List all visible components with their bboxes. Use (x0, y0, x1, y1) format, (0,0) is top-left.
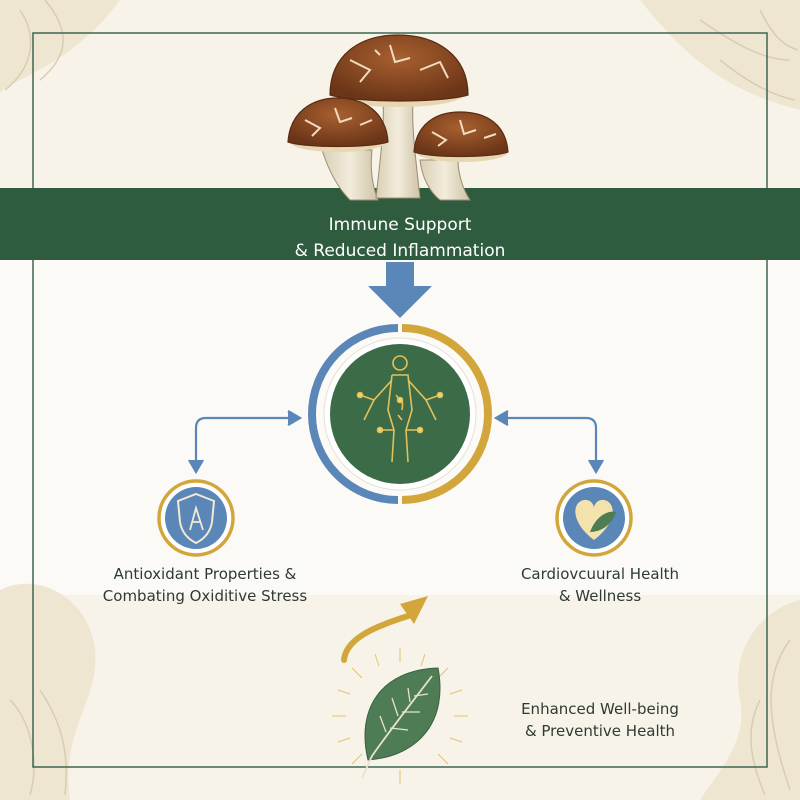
connector-right (493, 410, 604, 475)
node-label-wellbeing: Enhanced Well-being & Preventive Health (490, 698, 710, 742)
node-label-antioxidant-line1: Antioxidant Properties & (113, 565, 297, 583)
node-label-cardio: Cardiovcuural Health & Wellness (490, 563, 710, 607)
decor-top-left (0, 0, 120, 95)
mushroom-cluster-icon (287, 34, 509, 201)
node-label-wellbeing-line1: Enhanced Well-being (521, 700, 679, 718)
decor-bottom-right (700, 600, 800, 800)
node-label-antioxidant: Antioxidant Properties & Combating Oxidi… (70, 563, 340, 607)
node-label-antioxidant-line2: Combating Oxiditive Stress (102, 587, 308, 605)
center-ring (308, 324, 492, 504)
heart-leaf-icon (555, 479, 633, 557)
leaf-icon (332, 648, 468, 784)
node-label-cardio-line1: Cardiovcuural Health (520, 565, 680, 583)
node-label-wellbeing-line2: & Preventive Health (524, 722, 676, 740)
connector-left (188, 410, 303, 475)
frame-border (32, 32, 768, 768)
decor-bottom-left (0, 583, 96, 800)
human-body-icon (356, 355, 444, 463)
node-label-cardio-line2: & Wellness (558, 587, 642, 605)
banner-title-line1: Immune Support (328, 215, 472, 235)
banner (0, 188, 800, 260)
shield-icon (157, 479, 235, 557)
banner-title: Immune Support & Reduced Inflammation (200, 212, 600, 264)
down-arrow-icon (368, 262, 432, 318)
banner-title-line2: & Reduced Inflammation (294, 241, 506, 261)
decor-top-right (640, 0, 800, 110)
curved-arrow-icon (341, 596, 428, 663)
